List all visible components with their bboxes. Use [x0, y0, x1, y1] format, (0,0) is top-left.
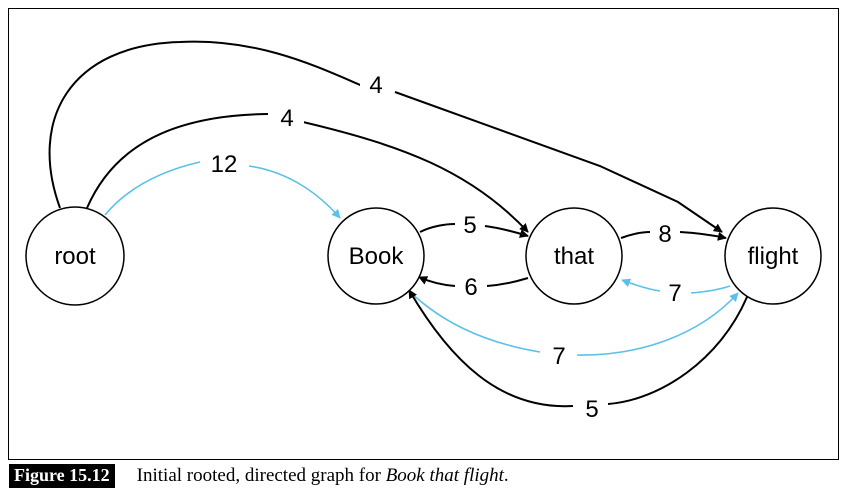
edge-flight-that-line [690, 285, 731, 294]
edge-book-that-line-2 [484, 225, 529, 238]
figure-caption: Figure 15.12 Initial rooted, directed gr… [9, 463, 509, 489]
edge-root-that-weight: 4 [280, 105, 293, 132]
node-that-label: that [554, 243, 594, 270]
edge-book-flight-weight: 7 [552, 343, 565, 370]
edge-flight-book: 5 [408, 289, 748, 423]
node-book-label: Book [349, 243, 405, 270]
edge-root-flight-line [48, 40, 366, 209]
edge-that-book-line-2 [418, 276, 456, 287]
caption-text-end: . [503, 465, 509, 486]
edge-book-flight: 7 [409, 291, 739, 370]
node-root: root [25, 206, 125, 306]
node-flight-label: flight [748, 243, 799, 270]
edge-that-book-weight: 6 [464, 274, 477, 301]
edge-root-book-weight: 12 [211, 151, 238, 178]
edge-flight-that: 7 [621, 278, 731, 307]
edge-root-book-line [104, 161, 201, 216]
node-that: that [525, 207, 623, 305]
edge-that-book-line [486, 277, 529, 287]
edge-flight-that-weight: 7 [668, 280, 681, 307]
figure-number: Figure 15.12 [9, 464, 115, 488]
edge-book-that: 5 [419, 212, 529, 239]
edge-that-book: 6 [418, 274, 529, 301]
node-book: Book [327, 207, 425, 305]
edge-root-flight-line-2 [394, 91, 723, 233]
edge-book-flight-line-2 [576, 292, 739, 356]
edge-that-flight-line [620, 231, 651, 239]
edge-root-flight-weight: 4 [369, 72, 382, 99]
node-root-label: root [54, 243, 96, 270]
edge-root-that: 4 [86, 103, 529, 233]
edge-that-flight-weight: 8 [658, 221, 671, 248]
node-flight: flight [724, 207, 822, 305]
edge-flight-book-line-2 [408, 289, 574, 408]
edge-flight-that-line-2 [621, 278, 661, 292]
edge-flight-book-line [607, 296, 748, 405]
edge-root-flight: 4 [48, 40, 723, 233]
edge-root-that-line [86, 113, 269, 209]
figure-frame [8, 8, 839, 460]
edge-root-that-line-2 [302, 121, 529, 233]
caption-text-main: Initial rooted, directed graph for [136, 465, 386, 486]
edge-book-that-weight: 5 [463, 212, 476, 239]
caption-text: Initial rooted, directed graph for Book … [137, 465, 509, 487]
edge-that-flight: 8 [620, 221, 727, 248]
caption-text-italic: Book that flight [385, 465, 504, 486]
edge-book-flight-line [409, 291, 541, 353]
edge-that-flight-line-2 [679, 231, 727, 241]
edge-root-book: 12 [104, 148, 341, 219]
edge-root-book-line-2 [248, 165, 341, 219]
edge-flight-book-weight: 5 [585, 396, 598, 423]
edge-book-that-line [419, 223, 456, 233]
